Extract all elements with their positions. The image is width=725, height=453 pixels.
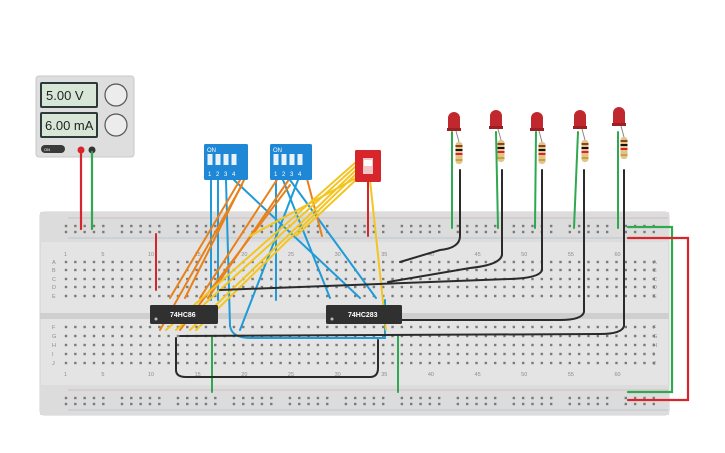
led[interactable] [530, 112, 544, 143]
row-letter: H [52, 343, 56, 349]
column-number: 1 [64, 372, 67, 378]
row-letter: G [52, 334, 56, 340]
row-letter: B [653, 268, 657, 274]
dip-switch-2-on-label: ON [273, 148, 282, 154]
row-letter: G [653, 334, 657, 340]
column-number: 30 [335, 372, 341, 378]
column-number: 30 [335, 252, 341, 258]
current-knob[interactable] [104, 113, 128, 137]
resistor[interactable] [455, 142, 463, 164]
chip-74hc86-label: 74HC86 [170, 312, 196, 319]
dip-switch-1-pos-2: 2 [216, 172, 220, 178]
dip-switch-2-pos-1: 1 [274, 172, 278, 178]
dip-switch-2-toggle-3[interactable] [289, 154, 295, 165]
column-number: 50 [521, 252, 527, 258]
row-letter: C [653, 277, 657, 283]
row-letter: I [653, 352, 655, 358]
dip-switch-2-toggle-1[interactable] [273, 154, 279, 165]
dip-switch-2-pos-4: 4 [298, 172, 302, 178]
column-number: 40 [428, 252, 434, 258]
chip-74hc86[interactable]: 74HC86 [150, 305, 218, 324]
chip-74hc283[interactable]: 74HC283 [326, 305, 402, 324]
dip-switch-1-toggle-1[interactable] [207, 154, 213, 165]
row-letter: B [52, 268, 56, 274]
column-number: 5 [101, 252, 104, 258]
column-number: 60 [614, 252, 620, 258]
power-toggle[interactable] [41, 145, 65, 153]
dip-switch-1-toggle-4[interactable] [231, 154, 237, 165]
row-letter: J [52, 361, 55, 367]
column-number: 15 [195, 252, 201, 258]
column-number: 35 [381, 252, 387, 258]
column-numbers: 1155101015152020252530303535404045455050… [64, 252, 621, 378]
led[interactable] [573, 110, 587, 141]
column-number: 55 [568, 252, 574, 258]
dip-switch-2-pos-2: 2 [282, 172, 286, 178]
led[interactable] [447, 112, 461, 143]
voltage-display: 5.00 V [46, 88, 84, 103]
column-number: 60 [614, 372, 620, 378]
row-letter: E [653, 294, 657, 300]
column-number: 45 [475, 252, 481, 258]
row-letter: J [653, 361, 656, 367]
column-number: 50 [521, 372, 527, 378]
column-number: 15 [195, 372, 201, 378]
column-number: 10 [148, 372, 154, 378]
dip-switch-1-on-label: ON [207, 148, 216, 154]
column-number: 20 [241, 372, 247, 378]
column-number: 5 [101, 372, 104, 378]
dip-switch-1-toggle-2[interactable] [215, 154, 221, 165]
row-letter: H [653, 343, 657, 349]
dip-switch-1-toggle-3[interactable] [223, 154, 229, 165]
row-letter: E [52, 294, 56, 300]
resistor[interactable] [497, 140, 505, 162]
row-letter: D [653, 285, 657, 291]
row-letter: F [52, 325, 56, 331]
resistor[interactable] [620, 137, 628, 159]
column-number: 25 [288, 252, 294, 258]
current-display: 6.00 mA [45, 118, 94, 133]
row-letter: A [653, 260, 657, 266]
column-number: 1 [64, 252, 67, 258]
negative-terminal[interactable] [88, 146, 96, 154]
positive-terminal[interactable] [77, 146, 85, 154]
resistor[interactable] [581, 140, 589, 162]
dip-switch-2-toggle-4[interactable] [297, 154, 303, 165]
row-letter: D [52, 285, 56, 291]
dip-switch-1-pos-3: 3 [224, 172, 228, 178]
dip-switch-1-pos-1: 1 [208, 172, 212, 178]
column-number: 10 [148, 252, 154, 258]
power-toggle-label: ON [44, 147, 50, 152]
power-supply[interactable]: 5.00 V 6.00 mA ON [35, 75, 135, 158]
slide-switch[interactable] [355, 150, 381, 182]
dip-switch-2-toggle-2[interactable] [281, 154, 287, 165]
voltage-knob[interactable] [104, 83, 128, 107]
row-letter: F [653, 325, 657, 331]
led-group[interactable] [447, 107, 628, 164]
led[interactable] [612, 107, 626, 138]
dip-switch-1[interactable]: ON 1 2 3 4 [204, 144, 248, 180]
resistor[interactable] [538, 142, 546, 164]
column-number: 40 [428, 372, 434, 378]
column-number: 45 [475, 372, 481, 378]
column-number: 20 [241, 252, 247, 258]
column-number: 35 [381, 372, 387, 378]
chip-74hc283-label: 74HC283 [348, 312, 378, 319]
led[interactable] [489, 110, 503, 141]
dip-switch-1-pos-4: 4 [232, 172, 236, 178]
dip-switch-2-pos-3: 3 [290, 172, 294, 178]
row-letter: A [52, 260, 56, 266]
column-number: 25 [288, 372, 294, 378]
row-letter: C [52, 277, 56, 283]
column-number: 55 [568, 372, 574, 378]
row-letter: I [52, 352, 54, 358]
wires[interactable] [79, 131, 690, 402]
dip-switch-2[interactable]: ON 1 2 3 4 [270, 144, 312, 180]
